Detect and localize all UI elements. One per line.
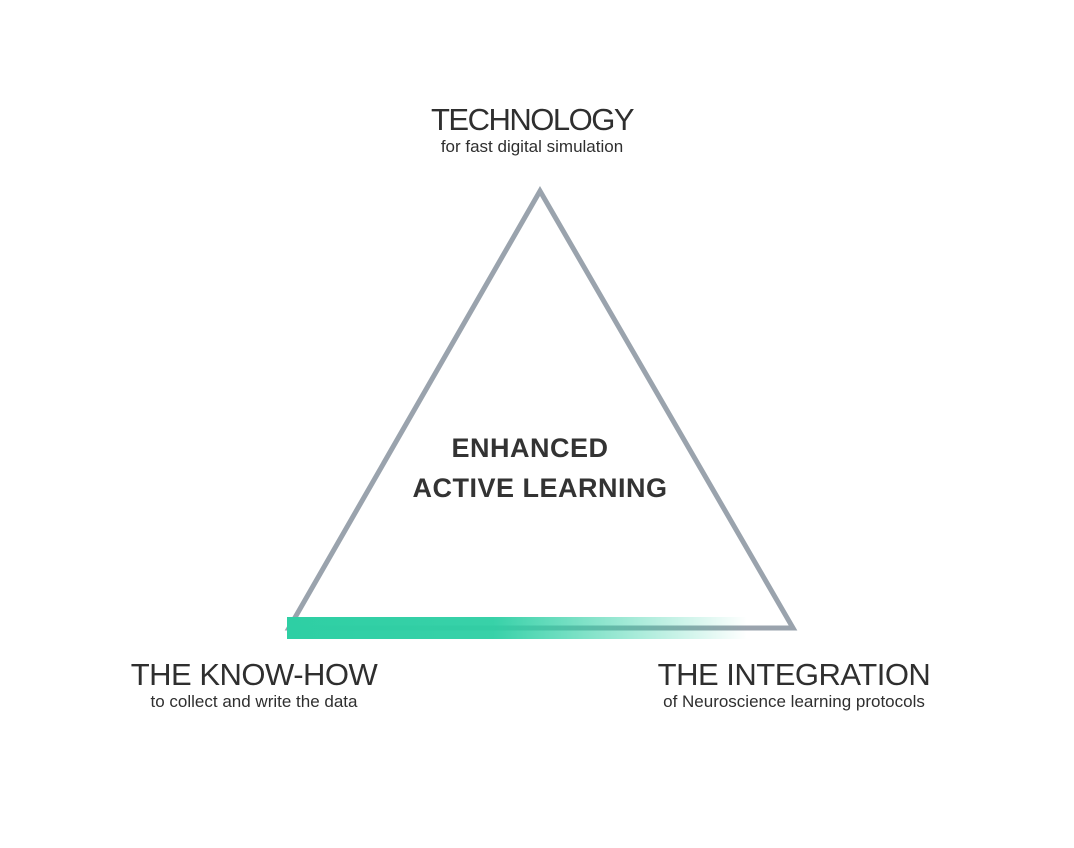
technology-title: TECHNOLOGY: [430, 102, 635, 137]
integration-title: THE INTEGRATION: [657, 657, 931, 692]
know-how-title: THE KNOW-HOW: [130, 657, 378, 692]
center-line-active-learning: ACTIVE LEARNING: [412, 473, 668, 503]
center-line-enhanced: ENHANCED: [451, 433, 609, 463]
technology-subtitle: for fast digital simulation: [440, 137, 624, 156]
know-how-accent-bar: [287, 617, 747, 639]
integration-subtitle: of Neuroscience learning protocols: [663, 692, 925, 711]
triangle-outline: [284, 185, 798, 631]
center-label: ENHANCED ACTIVE LEARNING: [380, 428, 700, 508]
technology-label: TECHNOLOGY for fast digital simulation: [382, 103, 682, 157]
know-how-subtitle: to collect and write the data: [150, 692, 358, 711]
integration-label: THE INTEGRATION of Neuroscience learning…: [604, 658, 984, 712]
know-how-label: THE KNOW-HOW to collect and write the da…: [104, 658, 404, 712]
